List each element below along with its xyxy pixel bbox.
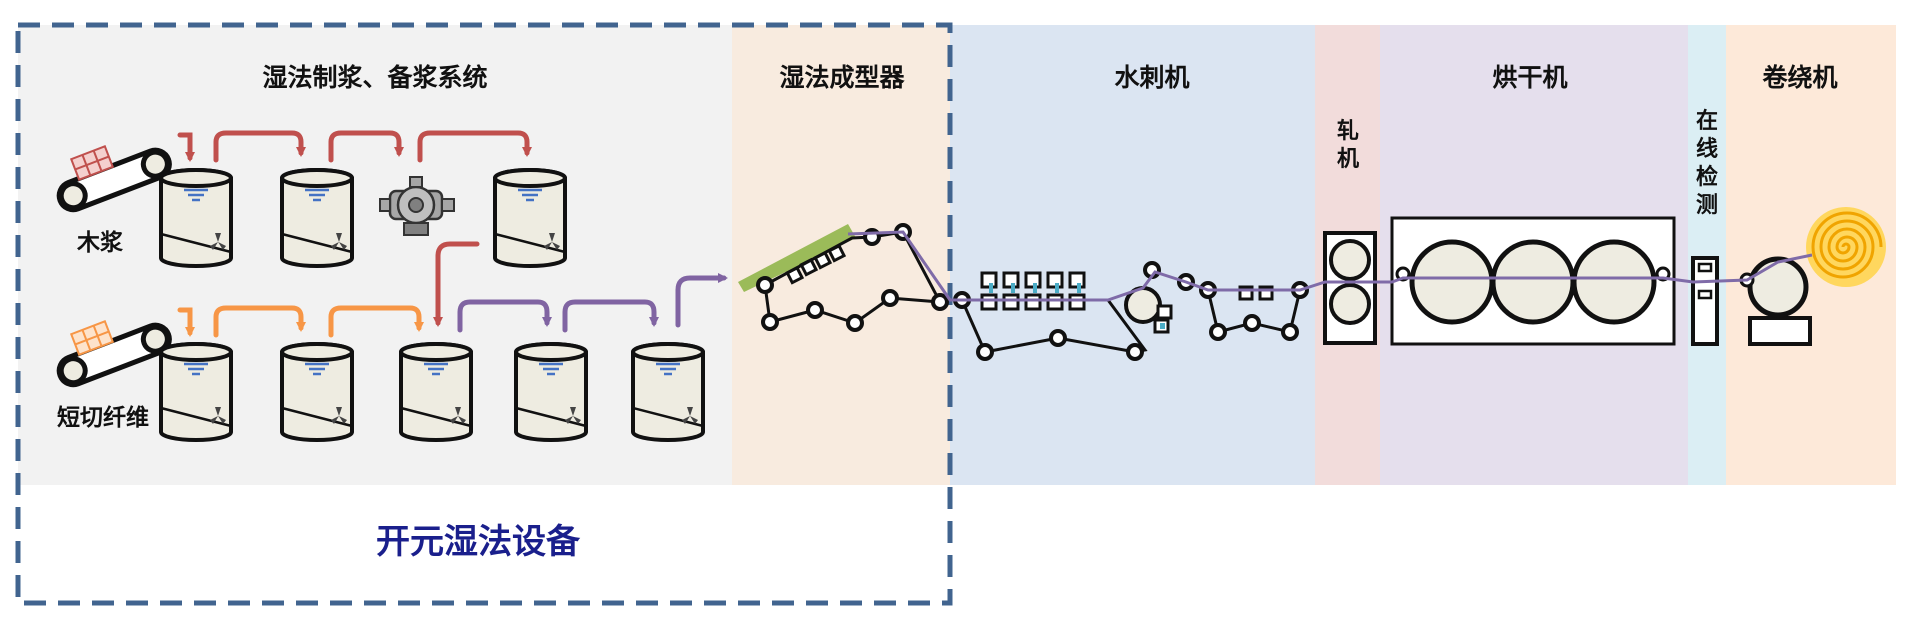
flow-arrow <box>177 307 195 337</box>
band-inspect <box>1688 25 1726 485</box>
tank-icon <box>514 342 588 442</box>
wood-flow-arrows <box>177 130 532 327</box>
pump-icon <box>379 176 455 236</box>
section-title-hydroentangle: 水刺机 <box>1114 63 1189 92</box>
flow-arrow <box>675 273 728 328</box>
section-title-pulping: 湿法制浆、备浆系统 <box>262 63 487 92</box>
roller-icon <box>881 289 899 307</box>
headbox <box>738 224 856 292</box>
press-rolls <box>1323 231 1377 345</box>
wood-bale-icon <box>69 144 115 182</box>
brand-label: 开元湿法设备 <box>376 522 581 562</box>
wet-former <box>738 223 949 332</box>
section-title-inspect-char-2: 线 <box>1696 136 1718 162</box>
flow-arrow <box>433 241 480 327</box>
roller-icon <box>1409 239 1495 325</box>
flow-arrow <box>177 132 195 162</box>
inspection-device <box>1691 256 1719 346</box>
section-title-inspect-char-1: 在 <box>1696 108 1718 134</box>
tank-icon <box>399 342 473 442</box>
mix-flow-arrows <box>457 273 728 333</box>
roller-icon <box>1747 256 1809 318</box>
former-wire <box>763 230 943 325</box>
roller-icon <box>1049 329 1067 347</box>
tank-icon <box>159 168 233 268</box>
roller-icon <box>1490 239 1576 325</box>
roller-icon <box>761 313 779 331</box>
roller-icon <box>756 276 774 294</box>
roller-icon <box>806 301 824 319</box>
brand-dashed-border <box>15 22 953 606</box>
roller-icon <box>1571 239 1657 325</box>
roller-icon <box>846 314 864 332</box>
flow-arrow <box>417 130 532 163</box>
section-title-inspect-char-4: 测 <box>1696 193 1718 218</box>
section-title-winder: 卷绕机 <box>1762 63 1837 92</box>
section-title-press-char-2: 机 <box>1337 147 1359 172</box>
fiber-flow-arrows <box>177 305 424 338</box>
band-pulping <box>18 25 732 485</box>
roller-icon <box>1209 323 1227 341</box>
wood-pulp-conveyor <box>55 146 173 214</box>
secondary-rollers <box>1199 281 1309 341</box>
roller-icon <box>931 293 949 311</box>
flow-arrow <box>213 130 306 163</box>
section-title-inspect-char-3: 检 <box>1696 164 1718 190</box>
former-rollers <box>756 223 949 332</box>
hydro-drum <box>1124 286 1173 334</box>
band-hydroentangle <box>950 25 1315 485</box>
material-label-short-fiber: 短切纤维 <box>57 404 149 431</box>
material-label-wood-pulp: 木浆 <box>76 229 123 256</box>
roller-icon <box>1126 343 1144 361</box>
flow-arrow <box>562 299 659 333</box>
tank-icon <box>280 342 354 442</box>
flow-arrow <box>457 299 552 333</box>
fiber-bale-icon <box>69 319 115 357</box>
tank-icon <box>280 168 354 268</box>
tank-icon <box>631 342 705 442</box>
short-fiber-conveyor <box>55 321 173 389</box>
spiral-roll-icon <box>1806 207 1886 287</box>
flow-arrow <box>328 305 424 338</box>
roller-icon <box>976 343 994 361</box>
tank-icon <box>159 342 233 442</box>
roller-icon <box>1329 239 1371 281</box>
section-title-dryer: 烘干机 <box>1492 63 1567 92</box>
dryer-unit <box>1390 216 1676 346</box>
web-path <box>847 230 1813 302</box>
roller-icon <box>1329 283 1371 325</box>
roller-icon <box>1243 314 1261 332</box>
roller-icon <box>1281 323 1299 341</box>
flow-arrow <box>213 305 306 338</box>
section-title-press-char-1: 轧 <box>1337 118 1359 144</box>
section-title-former: 湿法成型器 <box>779 63 905 92</box>
flow-arrow <box>328 130 404 163</box>
tank-icon <box>493 168 567 268</box>
winder-unit <box>1739 256 1812 346</box>
